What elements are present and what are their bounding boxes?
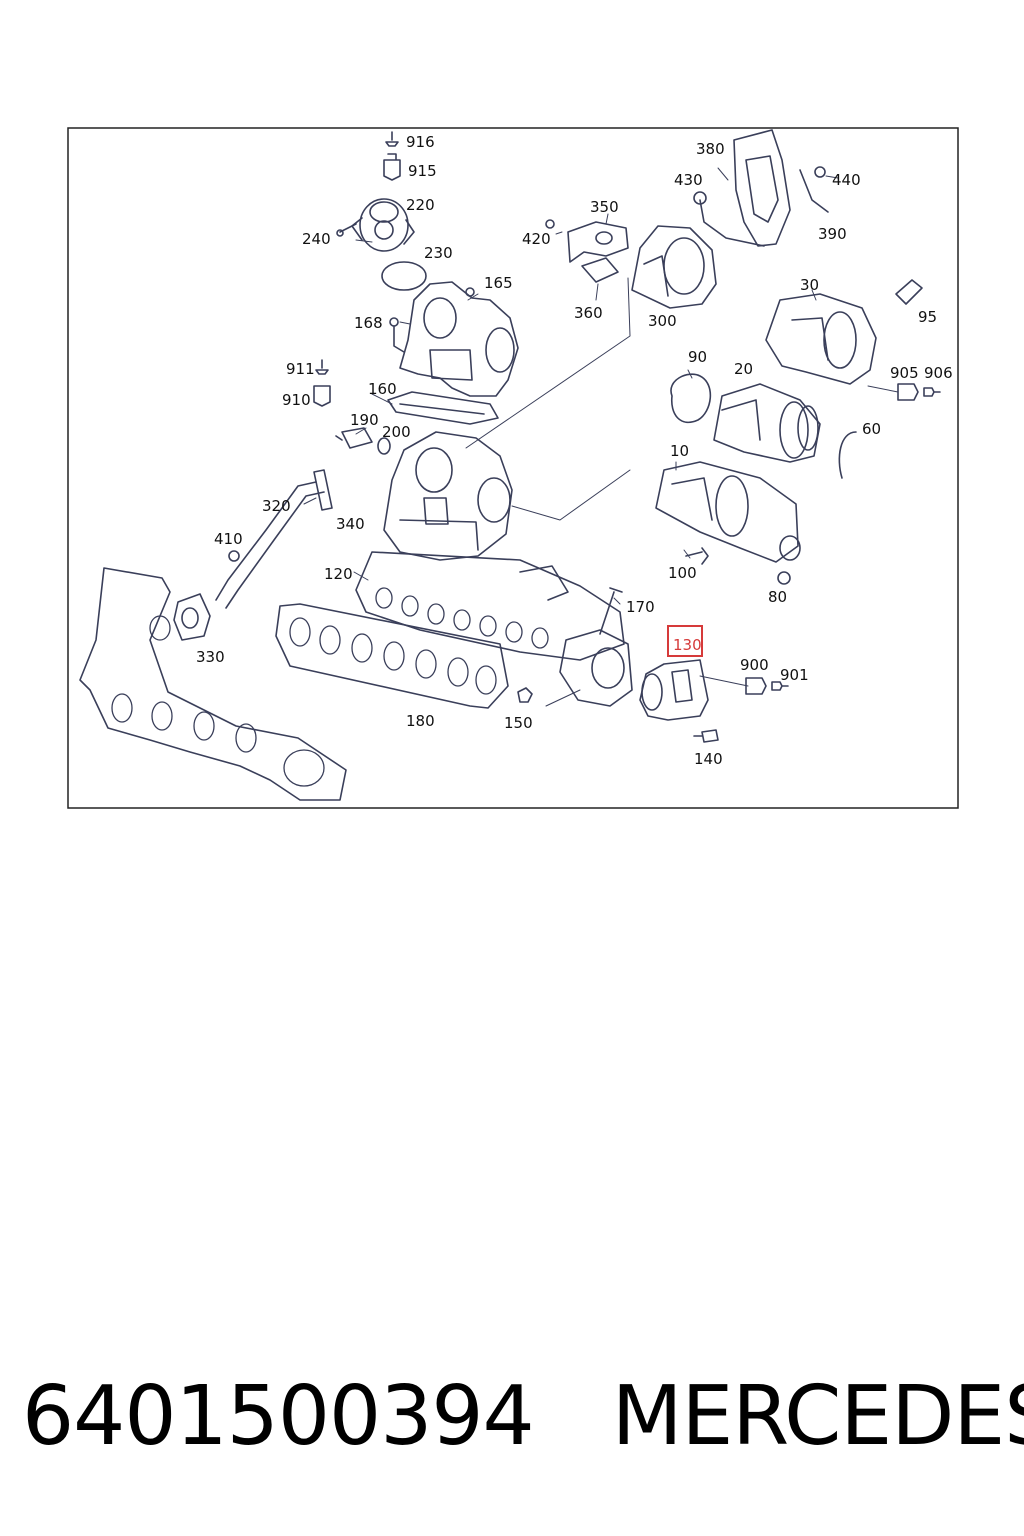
pipe-320-drawing [215,481,325,609]
callout-label-220: 220 [406,196,435,214]
callout-label-100: 100 [668,564,697,582]
callout-label-910: 910 [282,391,311,409]
callout-label-20: 20 [734,360,753,378]
bolt-410-drawing [228,550,240,562]
diagram-frame [67,127,959,809]
callout-label-30: 30 [800,276,819,294]
callout-label-165: 165 [484,274,513,292]
callout-label-95: 95 [918,308,937,326]
egr-valve-drawing [336,198,415,252]
bracket-drawing [693,129,829,247]
sensor-95-drawing [895,279,923,305]
cap-911-drawing [315,359,329,375]
callout-label-350: 350 [590,198,619,216]
callout-label-190: 190 [350,411,379,429]
bolt-100-drawing [685,547,709,565]
callout-label-330: 330 [196,648,225,666]
cap-901-drawing [771,681,789,691]
callout-label-80: 80 [768,588,787,606]
callout-label-320: 320 [262,497,291,515]
oring-230-drawing [381,261,427,291]
screw-80-drawing [777,571,791,585]
bolt-140-drawing [693,729,719,743]
bracket-340-drawing [313,469,333,511]
actuator-130-drawing [639,659,709,721]
ring-90-drawing [670,373,712,423]
callout-label-901: 901 [780,666,809,684]
callout-label-200: 200 [382,423,411,441]
sensor-190-drawing [335,427,373,449]
gasket-180-drawing [275,603,509,709]
nut-150-drawing [517,687,533,703]
connector-910-drawing [313,385,331,407]
callout-label-440: 440 [832,171,861,189]
callout-label-230: 230 [424,244,453,262]
part-number: 6401500394 [22,1369,535,1464]
callout-label-906: 906 [924,364,953,382]
callout-label-240: 240 [302,230,331,248]
callout-label-916: 916 [406,133,435,151]
leader-lines [303,167,899,707]
housing-30-drawing [765,293,877,385]
gasket-160-drawing [387,391,499,425]
callout-label-420: 420 [522,230,551,248]
clamp-60-drawing [838,431,857,479]
gasket-360-drawing [581,257,619,283]
callout-label-170: 170 [626,598,655,616]
callout-label-390: 390 [818,225,847,243]
callout-label-430: 430 [674,171,703,189]
callout-label-10: 10 [670,442,689,460]
connector-900-drawing [745,677,767,695]
footer: 6401500394 MERCEDES [22,1362,1024,1472]
callout-label-90: 90 [688,348,707,366]
callout-label-60: 60 [862,420,881,438]
connector-905-drawing [897,383,919,401]
bolt-170-drawing [599,587,623,635]
cap-916-drawing [385,131,399,147]
callout-label-300: 300 [648,312,677,330]
actuator-150-drawing [559,629,633,707]
callout-label-160: 160 [368,380,397,398]
callout-label-911: 911 [286,360,315,378]
exploded-view-drawing [79,129,941,801]
connector-915-drawing [383,153,401,181]
callout-label-410: 410 [214,530,243,548]
cooler-20-drawing [713,383,821,463]
callout-label-340: 340 [336,515,365,533]
flange-350-drawing [567,221,629,263]
callout-label-140: 140 [694,750,723,768]
callout-label-150: 150 [504,714,533,732]
callout-label-900: 900 [740,656,769,674]
brand-name: MERCEDES [611,1369,1024,1464]
callout-label-905: 905 [890,364,919,382]
callout-label-130: 130 [673,636,702,654]
intake-manifold-drawing [355,551,625,661]
flange-330-drawing [173,593,211,641]
callout-label-915: 915 [408,162,437,180]
callout-label-120: 120 [324,565,353,583]
egr-cooler-drawing [389,281,519,397]
callout-label-180: 180 [406,712,435,730]
cap-906-drawing [923,387,941,397]
housing-10-drawing [655,461,801,563]
seal-200-drawing [377,437,391,455]
egr-assembly-drawing [383,431,513,561]
callout-label-168: 168 [354,314,383,332]
throttle-300-drawing [631,225,717,309]
callout-label-380: 380 [696,140,725,158]
callout-label-360: 360 [574,304,603,322]
highlight-box [667,625,703,657]
exhaust-manifold-drawing [79,567,347,801]
